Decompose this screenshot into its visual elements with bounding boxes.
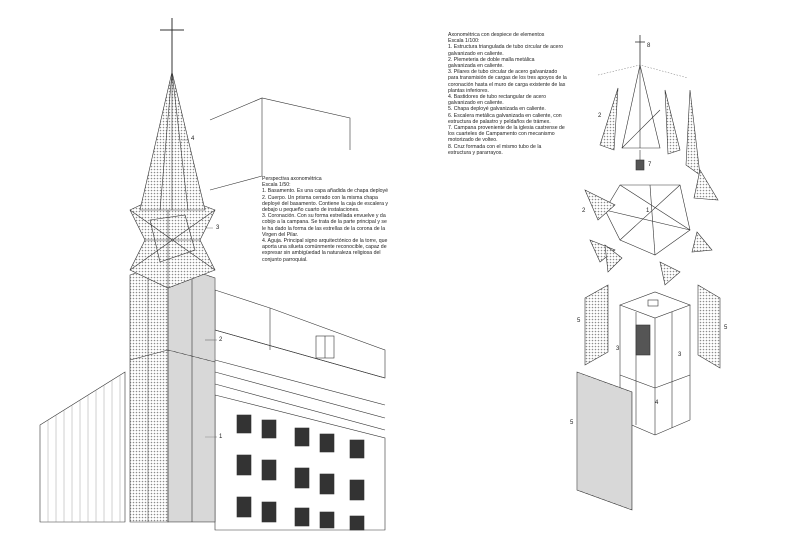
stair-symbol [635,324,651,356]
tower-body [129,261,216,523]
note-line: debajo u pequeño cuarto de instalaciones… [262,207,360,214]
tower-spire [139,71,206,211]
note-line: 6. Escalera metálica galvanizada en cali… [448,112,562,119]
note-line: galvanizado en caliente. [448,50,504,57]
callout-label: 3 [616,346,620,352]
callout-label: 3 [216,225,220,231]
bell-symbol [635,150,645,171]
cross-symbol [160,18,184,72]
note-line: conjunto parroquial. [262,256,308,263]
callout-label: 2 [219,337,223,343]
callout-label: 3 [678,352,682,358]
exploded-body-cage [619,291,691,436]
note-line: 5. Chapa deployé galvanizada en caliente… [448,106,546,113]
callout-label: 1 [646,208,650,214]
callout-label: 4 [655,400,659,406]
callout-label: 4 [191,136,195,142]
callout-label: 5 [577,318,581,324]
note-line: motorizado de volteo. [448,137,498,144]
callout-label: 5 [570,420,574,426]
note-line: coronación hasta el muro de carga existe… [448,81,566,88]
note-line: deployé del basamento. Contiene la caja … [262,200,389,207]
note-line: aporta una silueta comúnmente reconocibl… [262,244,387,251]
tower-perspective-drawing [39,18,386,531]
note-line: 3. Pilares de tubo circular de acero gal… [448,69,558,76]
note-line: Escala 1/50: [262,182,291,189]
hatch-opening [647,299,659,307]
exploded-spire-frame [621,64,661,149]
note-line: 2. Plemeteria de doble malla metálica [448,56,535,63]
side-wall-left [39,371,126,523]
note-line: expresar sin ambigüedad la naturaleza re… [262,250,381,257]
note-line: Axonométrica con despiece de elementos [448,32,545,38]
note-line: 3. Coronación. Con su forma estrellada e… [262,213,386,220]
note-line: 7. Campana proveniente de la iglesia cas… [448,125,565,132]
note-line: plantas inferiores. [448,87,489,94]
note-line: le ha dado la forma de las estrellas de … [262,225,386,232]
note-line: 1. Estructura triangulada de tubo circul… [448,44,564,51]
note-line: Escala 1/100: [448,38,480,45]
note-line: 4. Aguja. Principal signo arquitectónico… [262,238,388,245]
exploded-deploye-panel [576,284,721,511]
note-line: 2. Cuerpo. Un prisma cerrado con la mism… [262,194,378,201]
callout-label: 2 [582,208,586,214]
facade-window [236,414,365,531]
note-line: estructura y pararrayos. [448,149,503,156]
note-line: 8. Cruz formada con el mismo tubo de la [448,143,542,150]
note-line: estructura de palastro y peldaños de trá… [448,118,551,125]
exploded-coronation-frame [604,184,691,256]
note-line: galvanizada en caliente. [448,63,504,70]
note-line: Perspectiva axonométrica [262,176,322,182]
existing-building-facade [214,394,386,531]
note-line: cobijo a la campana. Se trata de la part… [262,219,387,226]
exploded-cross [635,35,645,65]
callout-label: 7 [648,162,652,168]
note-line: para transmisión de cargas de los tres a… [448,75,567,82]
callout-label: 5 [724,325,728,331]
existing-building-upper [209,97,351,191]
callout-label: 1 [219,434,223,440]
callout-label: 8 [647,43,651,49]
tower-coronation-star [129,191,216,289]
exploded-spire-panel [599,87,701,176]
note-line: 4. Bastidores de tubo rectangular de ace… [448,94,547,101]
exploded-axonometric-drawing [576,35,721,511]
note-line: 1. Basamento. Es una capa añadida de cha… [262,188,389,195]
note-line: galvanizado en caliente. [448,100,504,107]
callout-label: 2 [598,113,602,119]
note-line: Virgen del Pilar. [262,231,299,238]
exploded-coronation-panel [584,169,719,286]
note-line: los cuarteles de Campamento con mecanism… [448,131,555,138]
